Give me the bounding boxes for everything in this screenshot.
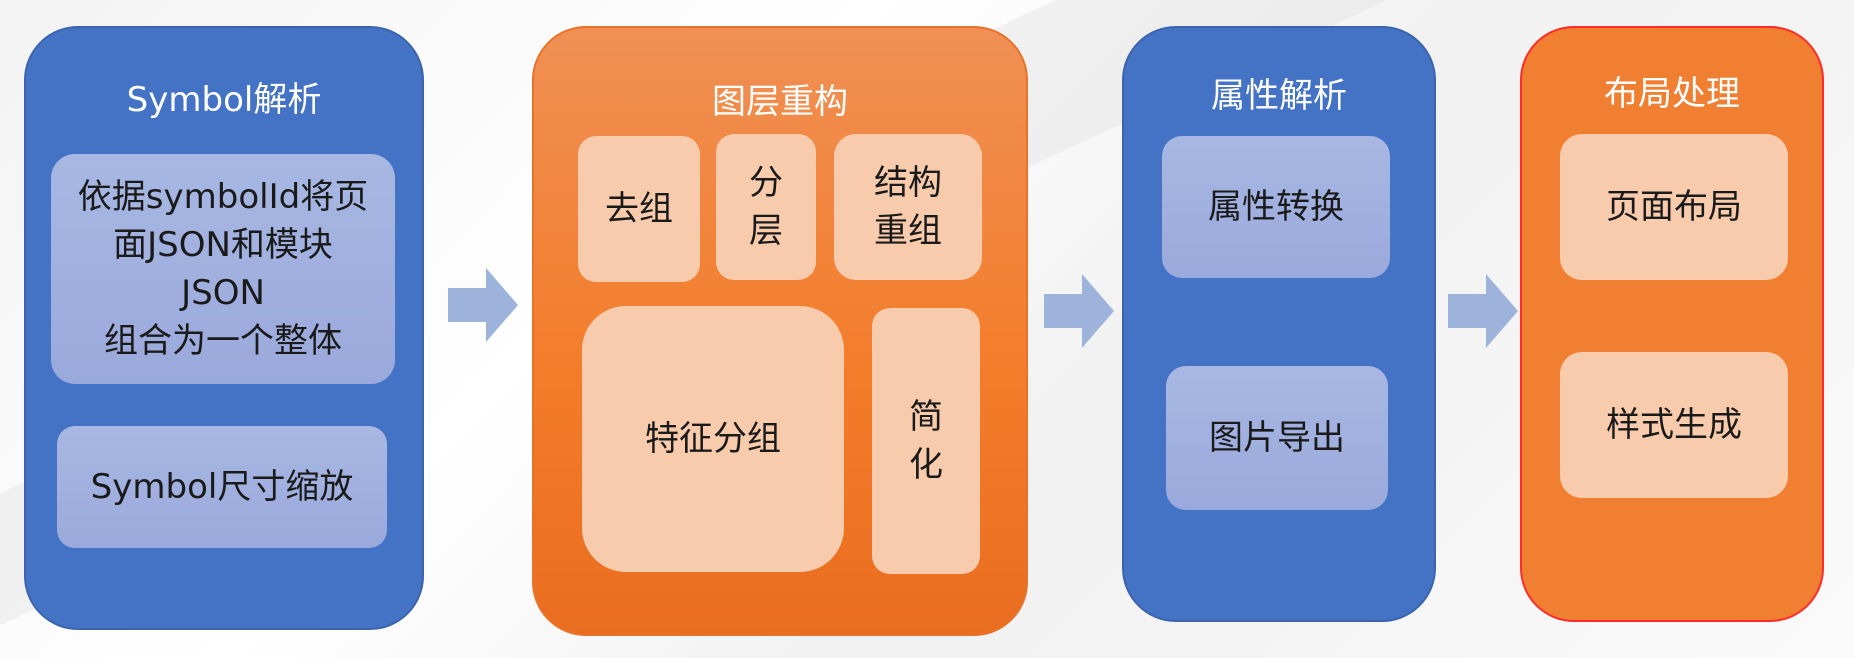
step-label: 结构 重组	[874, 163, 942, 251]
step-label: 属性转换	[1208, 187, 1344, 227]
step-simplify: 简 化	[872, 308, 980, 574]
step-ungroup: 去组	[578, 136, 700, 282]
stage-title: 图层重构	[712, 82, 848, 122]
step-restructure: 结构 重组	[834, 134, 982, 280]
stage-symbol-parse: Symbol解析 依据symbolId将页 面JSON和模块 JSON 组合为一…	[24, 26, 424, 630]
right-arrow-icon	[448, 268, 518, 342]
step-label: 特征分组	[645, 419, 781, 459]
right-arrow-icon	[1044, 274, 1114, 348]
right-arrow-icon	[1448, 274, 1518, 348]
stage-title: 属性解析	[1211, 76, 1347, 116]
stage-layout-process: 布局处理 页面布局 样式生成	[1520, 26, 1824, 622]
stage-title: Symbol解析	[126, 80, 322, 120]
stage-layer-rebuild: 图层重构 去组 分 层 结构 重组 特征分组 简 化	[532, 26, 1028, 636]
step-label: 图片导出	[1209, 418, 1345, 458]
step-image-export: 图片导出	[1166, 366, 1388, 510]
step-style-generate: 样式生成	[1560, 352, 1788, 498]
step-symbol-resize: Symbol尺寸缩放	[57, 426, 387, 548]
step-label: 简 化	[909, 397, 943, 485]
step-label: 页面布局	[1606, 187, 1742, 227]
step-layering: 分 层	[716, 134, 816, 280]
step-label: Symbol尺寸缩放	[90, 467, 354, 507]
step-page-layout: 页面布局	[1560, 134, 1788, 280]
step-label: 去组	[605, 189, 673, 229]
step-label: 样式生成	[1606, 405, 1742, 445]
step-label: 依据symbolId将页 面JSON和模块 JSON 组合为一个整体	[77, 177, 369, 361]
stage-attribute-parse: 属性解析 属性转换 图片导出	[1122, 26, 1436, 622]
step-merge-json: 依据symbolId将页 面JSON和模块 JSON 组合为一个整体	[51, 154, 395, 384]
step-label: 分 层	[749, 163, 783, 251]
stage-title: 布局处理	[1604, 74, 1740, 114]
step-feature-grouping: 特征分组	[582, 306, 844, 572]
step-attribute-convert: 属性转换	[1162, 136, 1390, 278]
